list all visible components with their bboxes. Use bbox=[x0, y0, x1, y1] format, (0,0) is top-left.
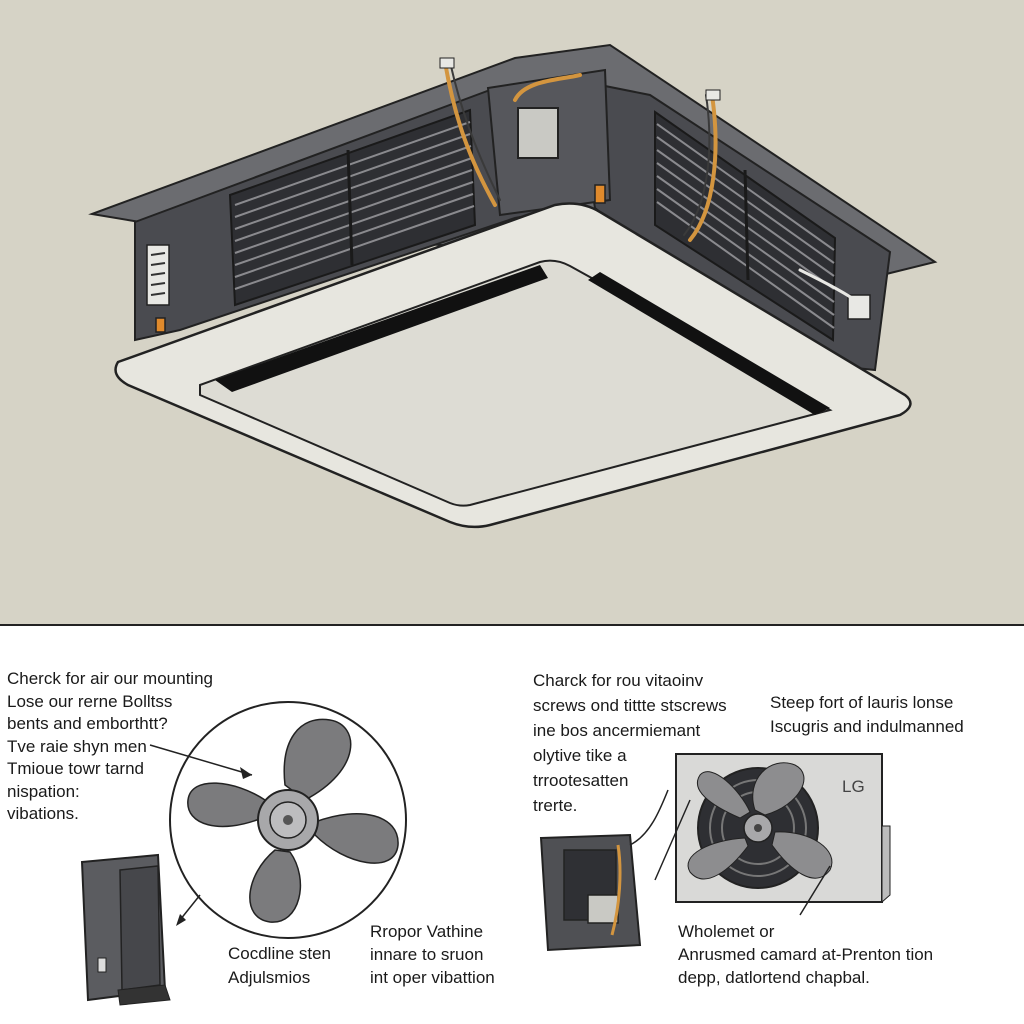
outdoor-unit: LG bbox=[654, 753, 891, 916]
brand-label: LG bbox=[842, 777, 865, 796]
callout-top-middle: Charck for rou vitaoinv screws ond tittt… bbox=[533, 671, 727, 815]
troubleshooting-panel: LG bbox=[0, 626, 1024, 1024]
faceplate-inner-panel bbox=[199, 259, 833, 507]
left-vent-grille bbox=[228, 108, 477, 307]
air-slot-left bbox=[215, 265, 548, 392]
fan-detail-circle bbox=[149, 701, 407, 939]
ceiling-cassette-illustration bbox=[0, 0, 1024, 625]
connector-right bbox=[847, 294, 871, 320]
callout-bottom-left: Cocdline sten Adjulsmios bbox=[228, 944, 332, 987]
control-module bbox=[539, 789, 669, 952]
callout-bottom-middle: Rropor Vathine innare to sruon int oper … bbox=[370, 922, 495, 987]
rating-label bbox=[146, 244, 170, 306]
wiring-harness bbox=[439, 57, 857, 302]
air-slot-right bbox=[588, 272, 830, 415]
callout-top-right: Steep fort of lauris lonse Iscugris and … bbox=[770, 693, 964, 736]
orange-clip-center bbox=[594, 184, 606, 204]
callout-bottom-right: Wholemet or Anrusmed camard at-Prenton t… bbox=[678, 922, 934, 987]
terminal-block bbox=[517, 107, 559, 159]
orange-clip-left bbox=[155, 317, 166, 333]
right-vent-grille bbox=[654, 110, 837, 342]
callout-top-left: Cherck for air our mounting Lose our rer… bbox=[7, 669, 213, 823]
section-divider bbox=[0, 624, 1024, 626]
indoor-unit-box bbox=[80, 853, 201, 1006]
